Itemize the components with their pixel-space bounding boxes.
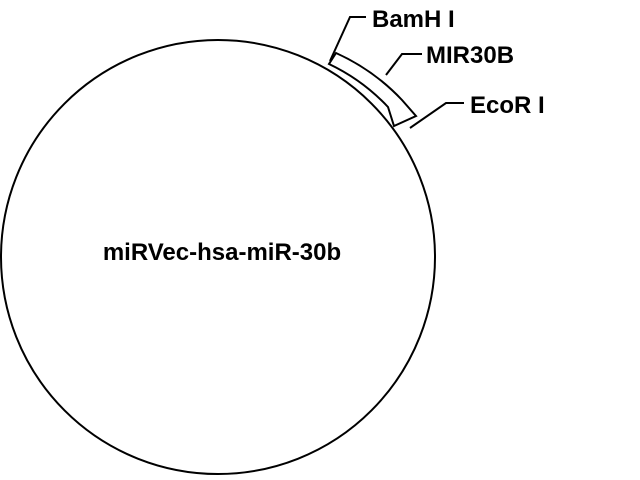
mir30b-leader-line	[385, 53, 422, 76]
ecor-i-label: EcoR I	[470, 92, 545, 119]
mir30b-label: MIR30B	[426, 42, 514, 69]
ecor-i-leader-line	[409, 102, 464, 129]
plasmid-backbone-circle	[0, 39, 436, 475]
bamh-i-leader-line	[329, 16, 366, 62]
bamh-i-label: BamH I	[372, 6, 455, 33]
plasmid-name: miRVec-hsa-miR-30b	[103, 239, 341, 266]
mir30b-feature-arrow	[327, 51, 418, 128]
